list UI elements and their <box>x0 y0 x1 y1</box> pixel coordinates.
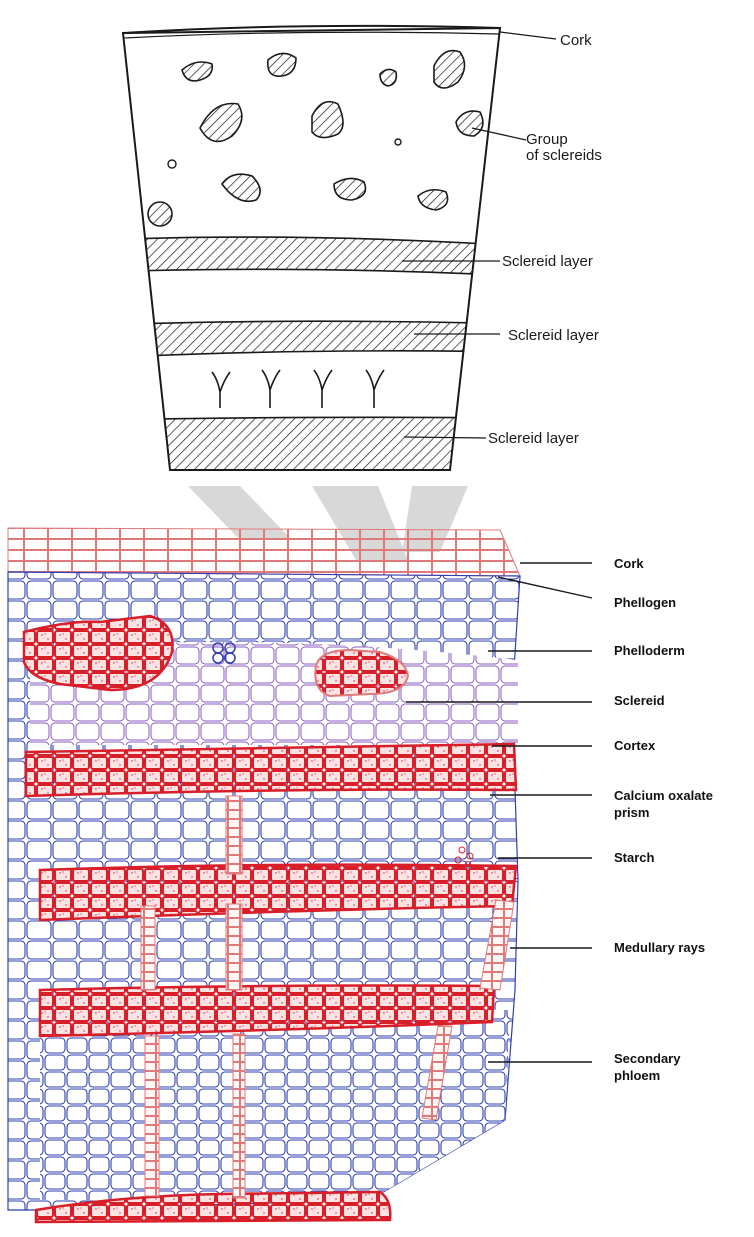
medullary-ray <box>141 906 155 990</box>
label-starch: Starch <box>614 850 655 865</box>
sclereid-group-partial <box>148 202 172 226</box>
label-secondary-phloem: phloem <box>614 1068 660 1083</box>
sclereid-group <box>334 178 366 200</box>
medullary-ray <box>226 796 242 874</box>
label-calcium-oxalate-prism: prism <box>614 805 649 820</box>
bark-cellular-section: Cork Phellogen Phelloderm Sclereid Corte… <box>8 528 713 1222</box>
label-cork: Cork <box>614 556 644 571</box>
label-sclereid-layer-1: Sclereid layer <box>502 253 593 270</box>
sclereid-group-left <box>24 616 173 690</box>
sclereid-layer-band-1 <box>100 237 520 276</box>
label-sclereid: Sclereid <box>614 693 665 708</box>
label-calcium-oxalate: Calcium oxalate <box>614 788 713 803</box>
label-group-of-sclereids-1: Group <box>526 131 568 148</box>
label-group-of-sclereids-2: of sclereids <box>526 147 602 164</box>
sclereid-layer-1 <box>26 744 516 796</box>
label-sclereid-layer-3: Sclereid layer <box>488 430 579 447</box>
label-phellogen: Phellogen <box>614 595 676 610</box>
cork-tissue <box>8 528 520 576</box>
label-medullary-rays: Medullary rays <box>614 940 705 955</box>
label-sclereid-layer-2: Sclereid layer <box>508 327 599 344</box>
sclereid-group <box>380 69 396 86</box>
label-cork: Cork <box>560 32 592 49</box>
sclereid-group-center <box>315 650 408 696</box>
medullary-ray <box>226 904 242 990</box>
medullary-ray <box>145 1036 159 1196</box>
label-phelloderm: Phelloderm <box>614 643 685 658</box>
sclereid-layer-band-3 <box>100 417 520 475</box>
medullary-ray <box>233 1034 245 1198</box>
label-cortex: Cortex <box>614 738 656 753</box>
bark-sector-schematic: Cork Group of sclereids Sclereid layer S… <box>100 26 602 475</box>
label-secondary: Secondary <box>614 1051 681 1066</box>
